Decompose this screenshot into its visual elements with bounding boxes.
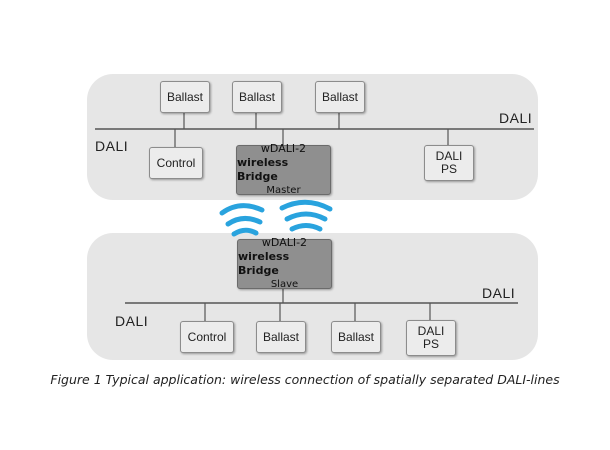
control-box: Control [180,321,234,353]
dali-ps-box: DALI PS [406,320,456,356]
dali-label-right: DALI [482,285,516,301]
bridge-role: Slave [270,279,299,290]
wireless-bridge-slave: wDALI-2 wireless Bridge Slave [237,236,332,290]
ballast-box: Ballast [331,321,381,353]
ballast-label: Ballast [262,329,300,344]
ballast-label: Ballast [166,89,204,104]
figure-caption: Figure 1 Typical application: wireless c… [50,372,560,387]
ps-label-line1: DALI [417,324,445,338]
ballast-box: Ballast [160,81,210,113]
control-label: Control [187,329,227,344]
bridge-model: wDALI-2 [260,142,307,155]
dali-label-left: DALI [95,138,129,154]
dali-label-left: DALI [115,313,149,329]
ballast-box: Ballast [256,321,306,353]
wireless-bridge-master: wDALI-2 wireless Bridge Master [236,142,331,196]
ps-label-line1: DALI [435,149,463,163]
bridge-model: wDALI-2 [261,236,308,249]
bridge-role: Master [266,185,301,196]
ballast-box: Ballast [232,81,282,113]
wireless-signal-icon [279,199,333,232]
ps-label-line2: PS [440,162,457,176]
ballast-box: Ballast [315,81,365,113]
wireless-signal-icon [219,203,265,237]
control-label: Control [156,155,196,170]
ballast-label: Ballast [321,89,359,104]
ballast-label: Ballast [238,89,276,104]
ps-label-line2: PS [422,337,439,351]
dali-label-right: DALI [499,110,533,126]
ballast-label: Ballast [337,329,375,344]
control-box: Control [149,147,203,179]
bridge-name: wireless Bridge [237,156,289,183]
dali-ps-box: DALI PS [424,145,474,181]
bridge-name: wireless Bridge [238,250,290,277]
